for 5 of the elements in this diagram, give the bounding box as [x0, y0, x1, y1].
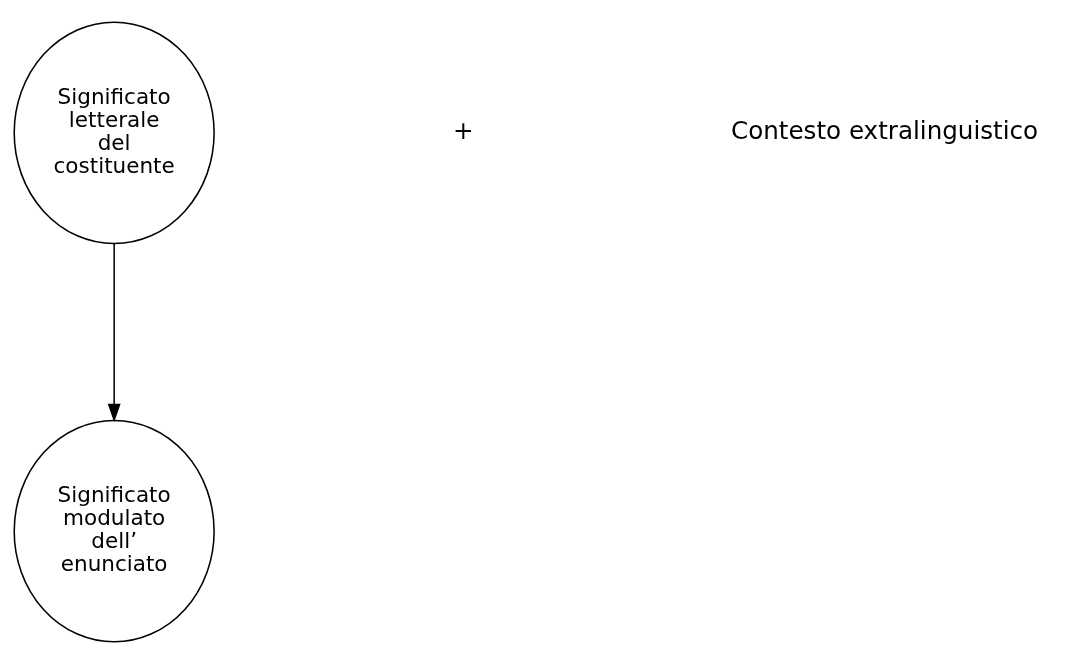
node-circle: Significato letterale del costituente [13, 20, 215, 244]
label: + [452, 115, 474, 145]
arrow [107, 242, 121, 422]
label: Contesto extralinguistico [731, 115, 1039, 145]
node-circle: Significato modulato dell’ enunciato [13, 419, 215, 643]
